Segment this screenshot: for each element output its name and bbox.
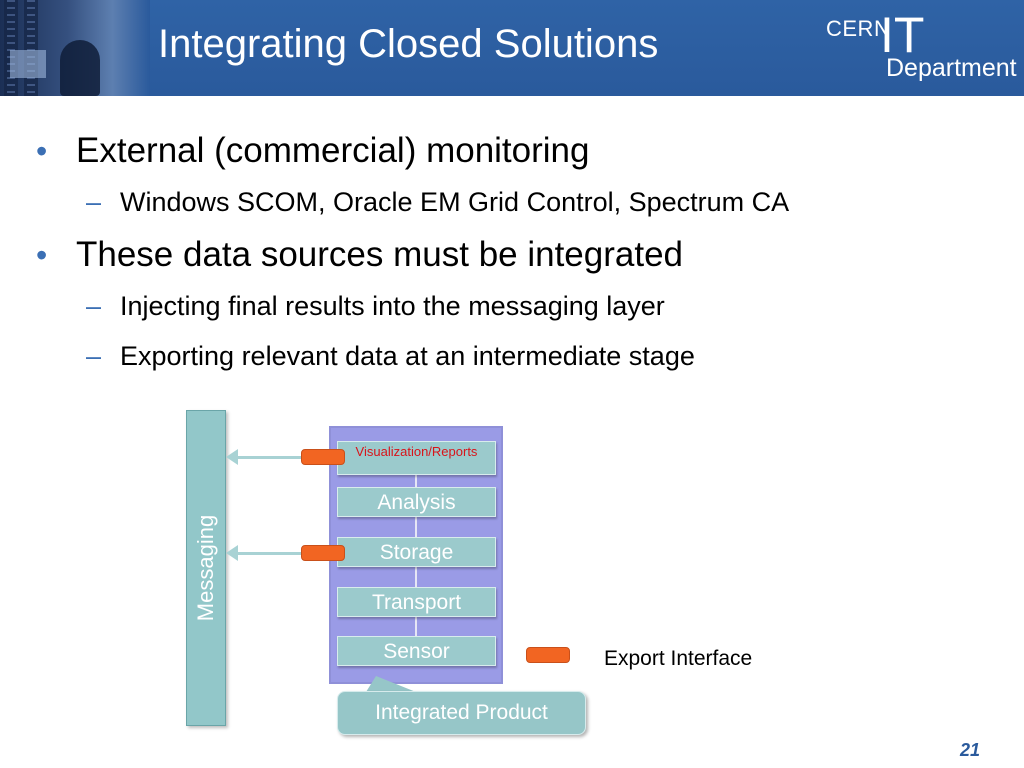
slide-title: Integrating Closed Solutions: [158, 22, 659, 66]
page-number: 21: [960, 740, 981, 760]
dash-icon: –: [86, 291, 102, 321]
logo-department-text: Department: [886, 54, 1017, 82]
layer-transport: Transport: [337, 587, 496, 617]
legend-export-box: [526, 647, 570, 663]
sub-bullet-item: – Windows SCOM, Oracle EM Grid Control, …: [36, 182, 1016, 232]
bullet-item: • These data sources must be integrated: [36, 232, 1016, 286]
logo-cern-text: CERN: [826, 16, 891, 41]
callout-tail: [366, 676, 416, 692]
cern-it-logo: CERN IT Department: [826, 7, 1018, 86]
sub-bullet-item: – Exporting relevant data at an intermed…: [36, 336, 1016, 386]
sub-bullet-text: Injecting final results into the messagi…: [120, 291, 665, 321]
dash-icon: –: [86, 187, 102, 217]
layer-analysis: Analysis: [337, 487, 496, 517]
bullet-dot-icon: •: [36, 133, 48, 169]
bullet-item: • External (commercial) monitoring: [36, 128, 1016, 182]
sub-bullet-text: Windows SCOM, Oracle EM Grid Control, Sp…: [120, 187, 790, 217]
header-photo: [0, 0, 150, 96]
messaging-bar: Messaging: [186, 410, 226, 726]
bullet-list: • External (commercial) monitoring – Win…: [36, 128, 1016, 386]
arrow-left-icon: [226, 449, 302, 465]
integrated-product-callout: Integrated Product: [337, 691, 586, 735]
arrow-left-icon: [226, 545, 302, 561]
export-interface-box: [301, 545, 345, 561]
dash-icon: –: [86, 341, 102, 371]
layer-sensor: Sensor: [337, 636, 496, 666]
layer-visualization: Visualization/Reports: [337, 441, 496, 475]
layer-storage: Storage: [337, 537, 496, 567]
operator-image: [60, 40, 100, 96]
server-rack-image: [4, 0, 18, 96]
slide-header: Integrating Closed Solutions CERN IT Dep…: [0, 0, 1024, 96]
server-rack-image: [24, 0, 38, 96]
sub-bullet-text: Exporting relevant data at an intermedia…: [120, 341, 695, 371]
monitor-image: [10, 50, 46, 78]
messaging-label: Messaging: [193, 514, 218, 622]
bullet-dot-icon: •: [36, 237, 48, 273]
export-interface-box: [301, 449, 345, 465]
logo-it-text: IT: [880, 7, 925, 63]
bullet-text: External (commercial) monitoring: [76, 131, 590, 170]
sub-bullet-item: – Injecting final results into the messa…: [36, 286, 1016, 336]
bullet-text: These data sources must be integrated: [76, 235, 684, 274]
legend-label: Export Interface: [604, 647, 753, 670]
